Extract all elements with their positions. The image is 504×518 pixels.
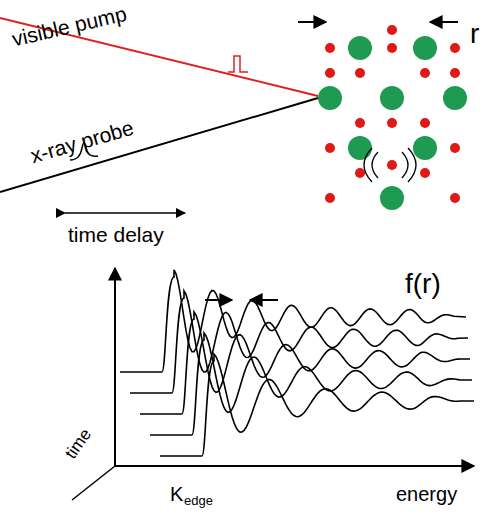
atom-small bbox=[450, 43, 460, 53]
edge-label: K bbox=[170, 484, 183, 504]
atom-large bbox=[380, 186, 404, 210]
spectrum-trace bbox=[150, 333, 472, 435]
atom-small bbox=[450, 193, 460, 203]
time-axis bbox=[72, 466, 115, 500]
probe-beam bbox=[0, 98, 318, 192]
atom-large bbox=[318, 86, 342, 110]
atom-small bbox=[387, 25, 397, 35]
atom-large bbox=[380, 86, 404, 110]
beam-label: visible pump bbox=[10, 3, 128, 50]
delay-arrow bbox=[65, 212, 185, 214]
scatter-waves bbox=[364, 148, 416, 182]
xafs-spectra bbox=[120, 270, 474, 456]
atom-small bbox=[355, 168, 365, 178]
atom-small bbox=[325, 193, 335, 203]
energy-axis bbox=[115, 465, 474, 467]
atom-small bbox=[325, 68, 335, 78]
y-axis bbox=[114, 268, 116, 466]
function-label: f(r) bbox=[405, 270, 441, 298]
compress-arrow bbox=[430, 21, 458, 23]
atom-small bbox=[387, 43, 397, 53]
atom-small bbox=[325, 43, 335, 53]
atom-small bbox=[420, 168, 430, 178]
atom-small bbox=[450, 143, 460, 153]
pump-pulse bbox=[228, 56, 248, 72]
delay-label: time delay bbox=[68, 224, 164, 245]
axis-label: energy bbox=[396, 484, 457, 504]
compress-arrow bbox=[298, 21, 326, 23]
spectrum-trace bbox=[120, 270, 466, 372]
atom-large bbox=[413, 136, 437, 160]
atom-large bbox=[443, 86, 467, 110]
atom-small bbox=[355, 118, 365, 128]
atom-small bbox=[420, 68, 430, 78]
atom-small bbox=[325, 143, 335, 153]
distance-label: r bbox=[470, 20, 479, 48]
atom-small bbox=[450, 68, 460, 78]
beam-label: x-ray probe bbox=[28, 117, 136, 166]
spectrum-trace bbox=[140, 312, 470, 414]
atom-small bbox=[355, 68, 365, 78]
atom-large bbox=[413, 36, 437, 60]
atom-small bbox=[387, 118, 397, 128]
atom-large bbox=[348, 36, 372, 60]
atom-small bbox=[387, 160, 397, 170]
spectrum-trace bbox=[160, 354, 474, 456]
atom-small bbox=[420, 118, 430, 128]
crystal-lattice bbox=[318, 25, 467, 210]
axis-label: time bbox=[62, 426, 94, 462]
atom-large bbox=[348, 136, 372, 160]
edge-subscript: edge bbox=[184, 494, 213, 507]
